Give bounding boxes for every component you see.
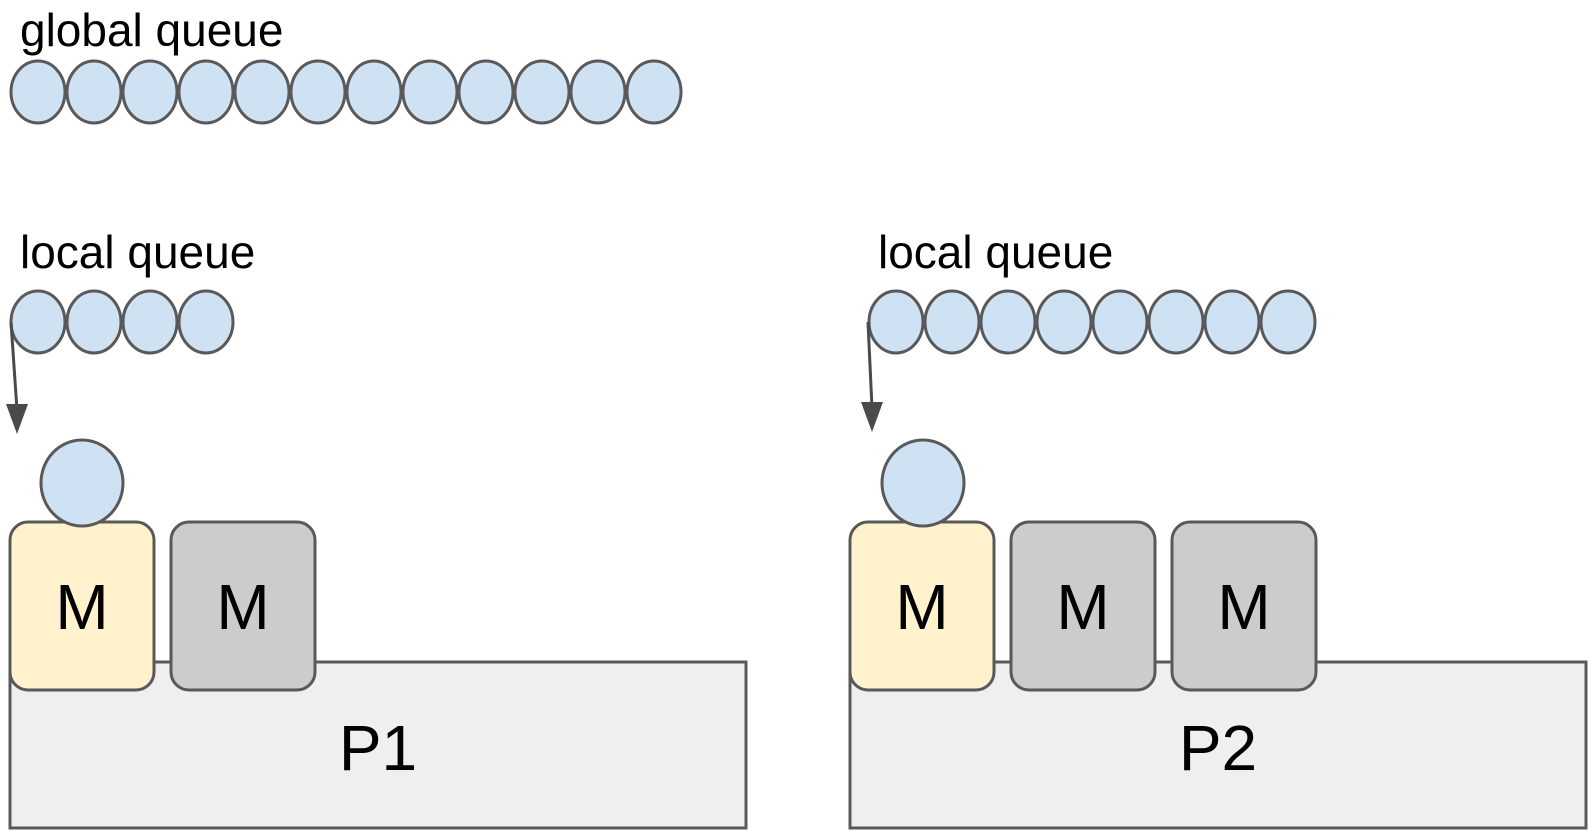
global-queue-goroutine — [9, 59, 67, 125]
global-queue-goroutine — [625, 59, 683, 125]
machine-idle — [1009, 520, 1157, 692]
p2-queue-goroutine — [1203, 289, 1261, 355]
p1-queue-goroutine — [9, 289, 67, 355]
global-queue-goroutine — [345, 59, 403, 125]
p2-queue-goroutine — [867, 289, 925, 355]
p1-local-queue-goroutines — [9, 289, 235, 355]
machine-label: M — [216, 571, 269, 643]
p2-local-queue-label: local queue — [878, 226, 1113, 278]
running-goroutine — [39, 438, 125, 528]
p1-dequeue-arrow — [6, 321, 28, 434]
machine-label: M — [1217, 571, 1270, 643]
global-queue: global queue — [9, 4, 683, 125]
p2-running-goroutine-slot — [880, 438, 966, 528]
arrow-shaft — [9, 321, 19, 411]
p2-dequeue-arrow — [861, 321, 883, 432]
running-goroutine — [880, 438, 966, 528]
machine-label: M — [55, 571, 108, 643]
machine-label: M — [895, 571, 948, 643]
global-queue-label: global queue — [20, 4, 283, 56]
p2-queue-goroutine — [1147, 289, 1205, 355]
p1-local-queue-label: local queue — [20, 226, 255, 278]
processor-p2-group: local queue P2 M M M — [848, 226, 1588, 830]
global-queue-goroutine — [177, 59, 235, 125]
p1-queue-goroutine — [177, 289, 235, 355]
p2-queue-goroutine — [979, 289, 1037, 355]
machine-idle — [169, 520, 317, 692]
machine-label: M — [1056, 571, 1109, 643]
global-queue-goroutine — [65, 59, 123, 125]
p2-queue-goroutine — [1259, 289, 1317, 355]
p1-queue-goroutine — [121, 289, 179, 355]
p1-queue-goroutine — [65, 289, 123, 355]
arrow-shaft — [866, 321, 874, 409]
global-queue-goroutine — [121, 59, 179, 125]
p2-queue-goroutine — [1035, 289, 1093, 355]
processor-p2-label: P2 — [1179, 712, 1257, 784]
arrow-head — [6, 404, 28, 434]
arrow-head — [861, 402, 883, 432]
processor-p1-label: P1 — [339, 712, 417, 784]
p1-running-goroutine-slot — [39, 438, 125, 528]
p2-queue-goroutine — [923, 289, 981, 355]
machine-idle — [1170, 520, 1318, 692]
global-queue-goroutine — [569, 59, 627, 125]
global-queue-goroutine — [233, 59, 291, 125]
global-queue-goroutine — [457, 59, 515, 125]
p2-queue-goroutine — [1091, 289, 1149, 355]
global-queue-goroutine — [401, 59, 459, 125]
global-queue-goroutines — [9, 59, 683, 125]
p2-local-queue-goroutines — [867, 289, 1317, 355]
global-queue-goroutine — [513, 59, 571, 125]
global-queue-goroutine — [289, 59, 347, 125]
